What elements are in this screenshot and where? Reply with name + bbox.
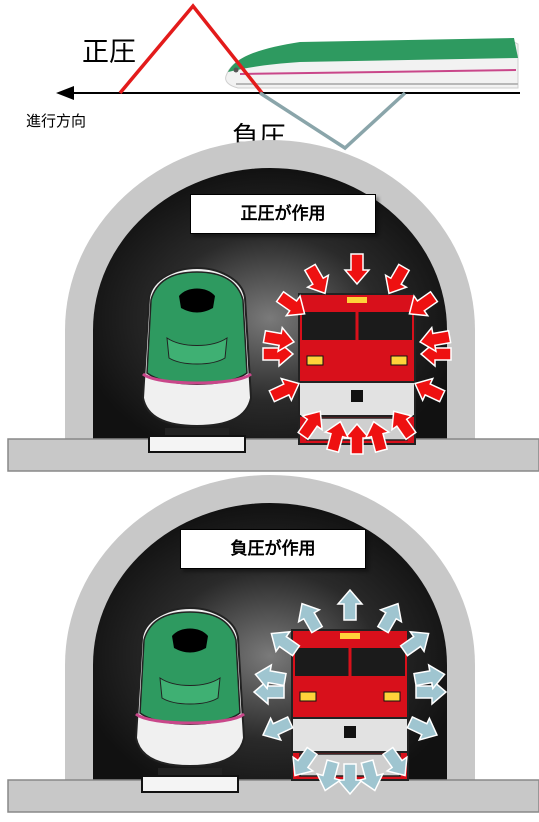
locomotive-front-1	[297, 292, 417, 446]
panel-title-positive: 正圧が作用	[190, 194, 376, 234]
tunnel-2	[65, 475, 475, 781]
positive-pressure-line	[118, 3, 264, 95]
pressure-arrow	[297, 602, 324, 634]
pressure-arrow	[261, 715, 294, 742]
pressure-diagram	[56, 3, 520, 151]
pressure-arrow	[413, 377, 446, 403]
shinkansen-front-1	[141, 266, 253, 454]
pressure-arrows-positive	[262, 253, 452, 455]
shinkansen-front-2	[134, 606, 246, 794]
pressure-arrow	[275, 290, 306, 317]
locomotive-front-2	[290, 628, 410, 782]
pressure-arrow	[292, 746, 319, 777]
pressure-arrow	[376, 602, 403, 634]
pressure-arrow	[252, 678, 285, 706]
pressure-arrow	[262, 340, 295, 368]
pressure-arrow	[343, 422, 371, 455]
pressure-arrow	[408, 290, 439, 317]
pressure-arrow	[254, 663, 287, 691]
pressure-arrow	[399, 630, 430, 657]
pressure-arrow	[415, 678, 448, 706]
panel-title-negative: 負圧が作用	[180, 529, 366, 569]
pressure-arrow	[270, 630, 301, 657]
pressure-arrow	[357, 759, 385, 792]
pressure-arrow	[262, 325, 296, 353]
ground-2	[7, 779, 539, 813]
pressure-arrow	[315, 759, 343, 792]
pressure-arrow	[343, 253, 371, 286]
shinkansen-side-icon	[225, 38, 519, 89]
pressure-arrow	[297, 410, 323, 441]
pressure-arrow	[381, 746, 408, 777]
pressure-arrow	[364, 420, 391, 454]
ground-1	[7, 438, 539, 472]
pressure-arrow	[391, 410, 417, 441]
pressure-arrow	[268, 377, 301, 403]
pressure-arrow	[413, 663, 446, 691]
pressure-arrow	[418, 325, 452, 353]
pressure-arrow	[323, 420, 350, 454]
direction-label: 進行方向	[26, 112, 87, 130]
pressure-arrow	[419, 340, 452, 368]
pressure-arrow	[336, 588, 364, 621]
pressure-arrow	[336, 763, 364, 796]
pressure-arrow	[303, 263, 330, 295]
pressure-arrow	[384, 263, 411, 295]
pressure-arrows-negative	[252, 588, 448, 796]
pressure-arrow	[406, 715, 439, 742]
tunnel-1	[65, 140, 475, 441]
positive-pressure-label: 正圧	[82, 37, 136, 68]
negative-pressure-label: 負圧	[232, 122, 286, 153]
